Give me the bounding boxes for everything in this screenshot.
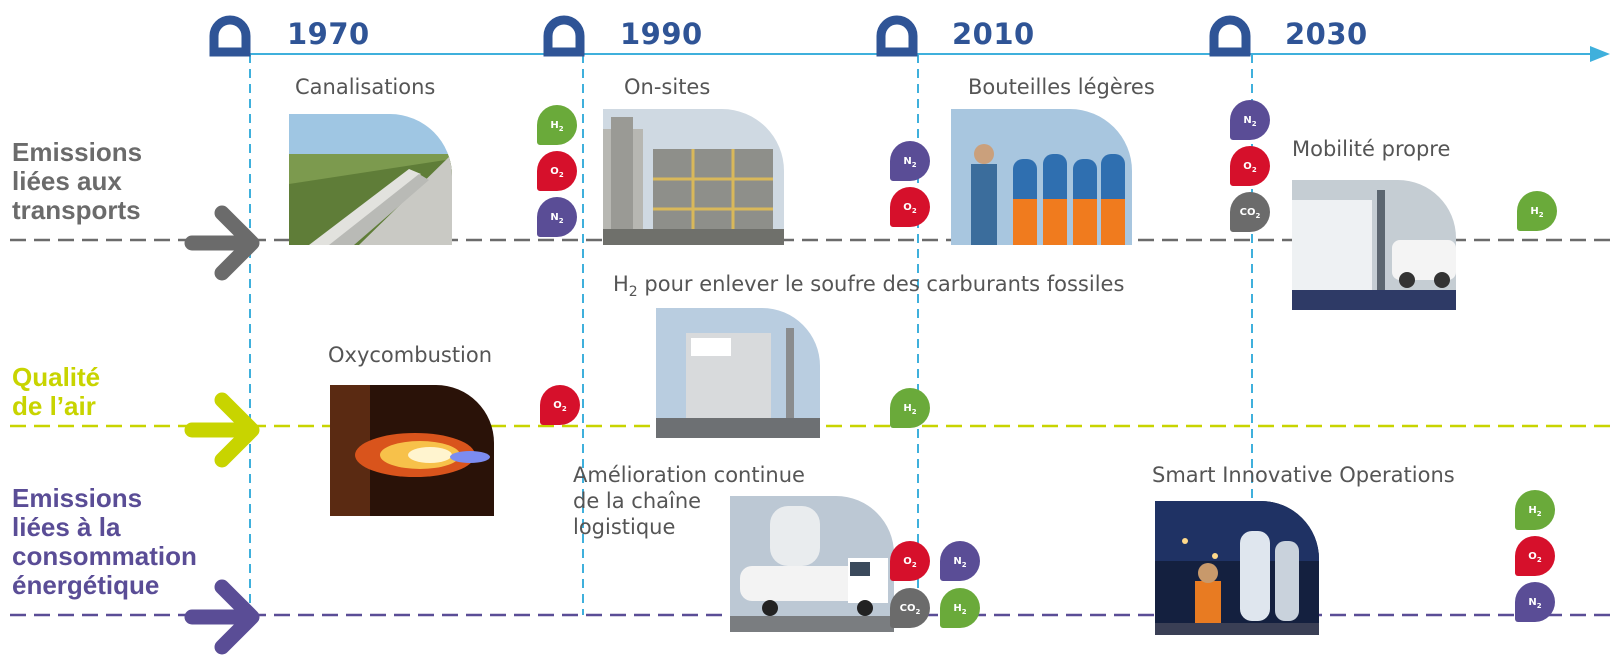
station-photo — [1292, 180, 1456, 310]
category-transport: Emissions liées aux transports — [12, 137, 143, 225]
night-plant-photo — [1155, 501, 1319, 635]
pin-2030 — [1209, 15, 1251, 57]
h2-rest: pour enlever le soufre des carburants fo… — [637, 272, 1125, 296]
transport-arrow — [184, 205, 260, 281]
year-2010: 2010 — [952, 17, 1035, 51]
energy-arrow — [184, 579, 260, 655]
year-1990: 1990 — [620, 17, 703, 51]
pin-1970 — [209, 15, 251, 57]
label-amelioration: Amélioration continue de la chaîne logis… — [573, 463, 805, 539]
label-oxycombustion: Oxycombustion — [328, 343, 493, 367]
h2-plant-photo — [656, 308, 820, 438]
h2-prefix: H — [613, 272, 629, 296]
pin-1990 — [543, 15, 585, 57]
flame-photo — [330, 385, 494, 516]
label-bouteilles: Bouteilles légères — [968, 75, 1155, 99]
air-arrow — [184, 392, 260, 468]
label-smart: Smart Innovative Operations — [1152, 463, 1455, 487]
category-air: Qualité de l’air — [12, 362, 101, 421]
category-energy: Emissions liées à la consommation énergé… — [12, 483, 197, 600]
year-1970: 1970 — [287, 17, 370, 51]
timeline-arrowhead — [1590, 46, 1610, 62]
label-onsites: On-sites — [624, 75, 711, 99]
h2-subscript: 2 — [628, 284, 638, 301]
label-h2-soufre: H2 pour enlever le soufre des carburants… — [613, 271, 1124, 305]
plant-photo — [603, 109, 784, 245]
pipeline-photo — [289, 114, 452, 245]
label-canalisations: Canalisations — [295, 75, 436, 99]
year-pins — [209, 15, 1251, 57]
label-mobilite: Mobilité propre — [1292, 137, 1451, 161]
year-2030: 2030 — [1285, 17, 1368, 51]
truck-photo — [730, 496, 894, 632]
cylinders-photo — [951, 109, 1132, 245]
pin-2010 — [876, 15, 918, 57]
